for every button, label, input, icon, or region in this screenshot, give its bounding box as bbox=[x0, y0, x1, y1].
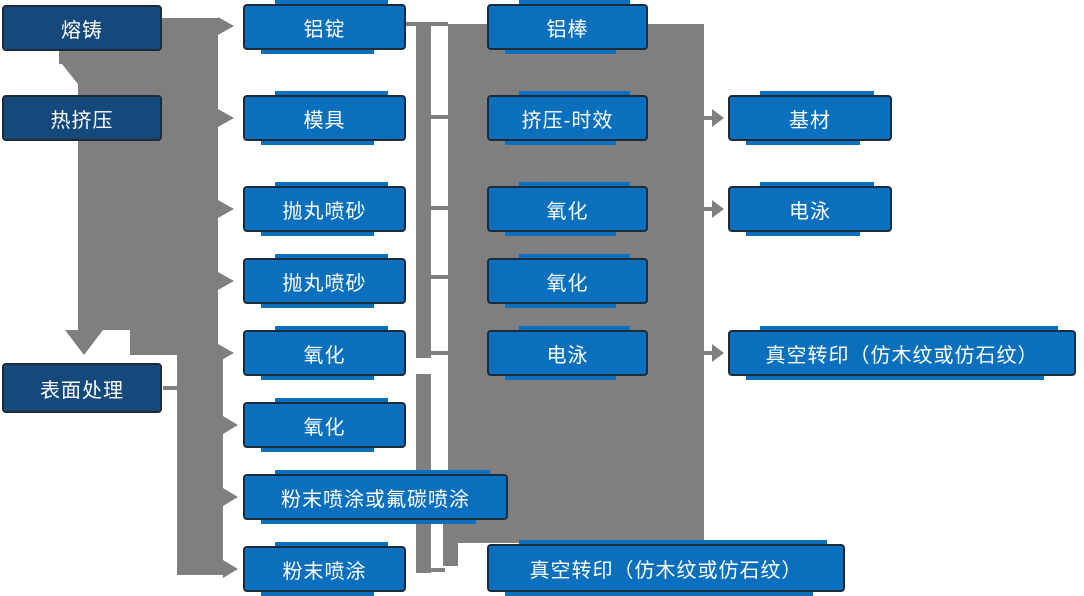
node-electrophoresis-2: 电泳 bbox=[728, 182, 892, 236]
arrow-to-vacuum-transfer bbox=[712, 344, 724, 362]
stage-trunk-connector bbox=[59, 18, 223, 575]
node-oxidation-2: 氧化 bbox=[243, 398, 406, 452]
node-shot-blasting-1: 抛丸喷砂 bbox=[243, 182, 406, 236]
bottom-bus-link bbox=[429, 568, 445, 572]
bus-to-block-stub-5 bbox=[431, 351, 448, 355]
bus-to-block-stub-4 bbox=[431, 275, 448, 279]
node-label: 电泳 bbox=[789, 200, 831, 223]
line-to-electrophoresis bbox=[704, 207, 712, 211]
down-arrow-to-hot-extrusion bbox=[62, 64, 100, 88]
arrow-to-oxidation-1 bbox=[218, 344, 234, 362]
middle-bus-upper bbox=[416, 22, 431, 358]
down-arrow-to-surface-treatment bbox=[65, 330, 103, 355]
node-electrophoresis-1: 电泳 bbox=[487, 326, 648, 380]
node-vacuum-transfer-2: 真空转印（仿木纹或仿石纹） bbox=[487, 540, 845, 596]
node-melting-casting: 熔铸 bbox=[2, 5, 162, 51]
node-oxidation-1: 氧化 bbox=[243, 326, 406, 380]
node-label: 挤压-时效 bbox=[521, 109, 614, 132]
line-to-base-material bbox=[704, 116, 712, 120]
line-to-vacuum-transfer bbox=[704, 351, 712, 355]
node-base-material: 基材 bbox=[728, 91, 892, 145]
node-label: 真空转印（仿木纹或仿石纹） bbox=[529, 559, 803, 582]
bus-to-block-stub-2 bbox=[431, 115, 448, 119]
node-label: 氧化 bbox=[546, 272, 589, 295]
surface-treatment-stub bbox=[163, 386, 177, 390]
node-label: 基材 bbox=[789, 109, 831, 132]
arrow-to-electrophoresis bbox=[712, 200, 724, 218]
node-extrusion-aging: 挤压-时效 bbox=[487, 91, 648, 145]
node-surface-treatment: 表面处理 bbox=[2, 363, 162, 413]
arrow-to-shot-blasting-1 bbox=[218, 200, 234, 218]
node-label: 氧化 bbox=[546, 200, 589, 223]
node-label: 粉末喷涂或氟碳喷涂 bbox=[281, 488, 470, 511]
trunk-band-right bbox=[130, 18, 218, 355]
node-label: 热挤压 bbox=[50, 109, 114, 132]
arrow-to-powder-coating bbox=[223, 560, 238, 578]
ingot-to-bus-stub bbox=[404, 22, 416, 26]
arrow-to-shot-blasting-2 bbox=[218, 272, 234, 290]
node-powder-coating: 粉末喷涂 bbox=[243, 542, 406, 596]
trunk-band-lower bbox=[177, 355, 223, 575]
arrow-to-aluminum-ingot bbox=[218, 17, 234, 35]
node-label: 真空转印（仿木纹或仿石纹） bbox=[765, 344, 1039, 367]
node-label: 电泳 bbox=[546, 344, 589, 367]
node-powder-or-fluorocarbon-coating: 粉末喷涂或氟碳喷涂 bbox=[243, 470, 508, 524]
arrow-to-powder-fluorocarbon bbox=[223, 488, 238, 506]
node-mold: 模具 bbox=[243, 91, 406, 145]
node-oxidation-3: 氧化 bbox=[487, 182, 648, 236]
node-aluminum-ingot: 铝锭 bbox=[243, 0, 406, 54]
prep-column-arrows bbox=[218, 17, 238, 578]
node-aluminum-rod: 铝棒 bbox=[487, 0, 648, 54]
node-label: 表面处理 bbox=[40, 379, 124, 402]
node-label: 氧化 bbox=[303, 416, 346, 439]
node-shot-blasting-2: 抛丸喷砂 bbox=[243, 254, 406, 308]
node-label: 抛丸喷砂 bbox=[282, 272, 367, 295]
node-label: 模具 bbox=[303, 109, 346, 132]
node-label: 熔铸 bbox=[61, 19, 103, 42]
node-label: 铝锭 bbox=[303, 18, 346, 41]
arrow-to-mold bbox=[218, 109, 234, 127]
node-label: 氧化 bbox=[303, 344, 346, 367]
node-oxidation-4: 氧化 bbox=[487, 254, 648, 308]
bus-to-block-stub-1 bbox=[431, 22, 448, 26]
node-vacuum-transfer-1: 真空转印（仿木纹或仿石纹） bbox=[728, 326, 1076, 380]
arrow-to-oxidation-2 bbox=[223, 416, 238, 434]
node-label: 粉末喷涂 bbox=[282, 560, 367, 583]
arrow-to-base-material bbox=[712, 109, 724, 127]
bus-to-block-stub-3 bbox=[431, 206, 448, 210]
node-hot-extrusion: 热挤压 bbox=[2, 95, 162, 141]
output-column-arrows bbox=[704, 109, 724, 362]
node-label: 抛丸喷砂 bbox=[282, 200, 367, 223]
node-label: 铝棒 bbox=[546, 18, 589, 41]
